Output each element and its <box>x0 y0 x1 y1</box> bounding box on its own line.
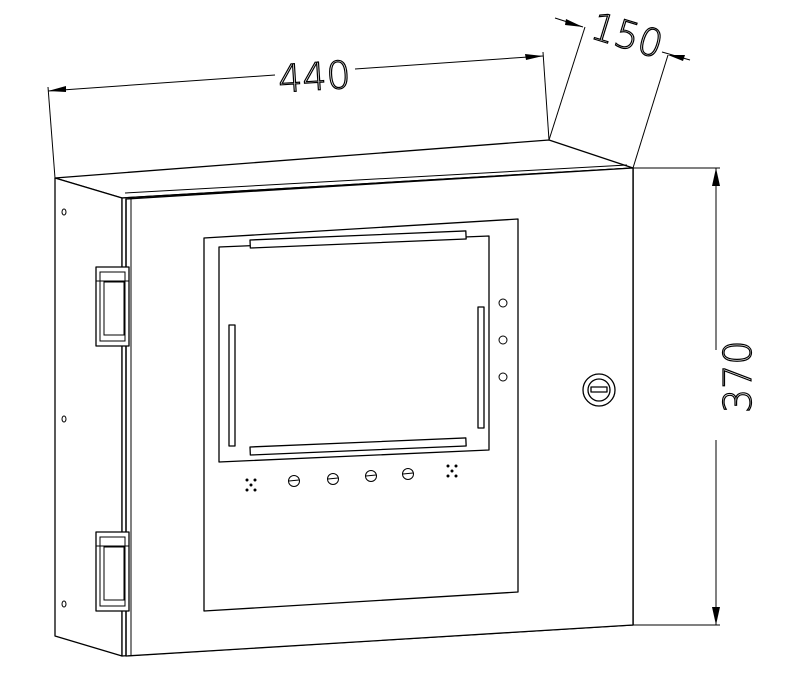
hinge-bottom <box>95 531 130 612</box>
button-icon <box>327 473 339 485</box>
side-screws <box>61 208 67 608</box>
lock-icon <box>582 373 616 407</box>
led-icon <box>498 298 508 308</box>
status-leds <box>498 298 508 382</box>
screw-icon <box>61 415 67 423</box>
screw-icon <box>61 208 67 216</box>
led-icon <box>498 335 508 345</box>
height-dimension-label: 370 <box>716 340 760 413</box>
panel-buttons <box>288 468 414 487</box>
speaker-left <box>245 478 257 492</box>
window-frame <box>203 218 519 612</box>
dimension-depth: 150 <box>548 3 691 169</box>
button-icon <box>288 475 300 487</box>
dimension-height: 370 <box>633 167 761 626</box>
depth-dimension-label: 150 <box>586 4 668 67</box>
button-icon <box>365 470 377 482</box>
button-icon <box>402 468 414 480</box>
speaker-right <box>446 464 458 478</box>
dimension-width: 440 <box>47 51 550 179</box>
hinge-top <box>95 266 130 347</box>
led-icon <box>498 372 508 382</box>
screw-icon <box>61 600 67 608</box>
width-dimension-label: 440 <box>277 53 352 102</box>
